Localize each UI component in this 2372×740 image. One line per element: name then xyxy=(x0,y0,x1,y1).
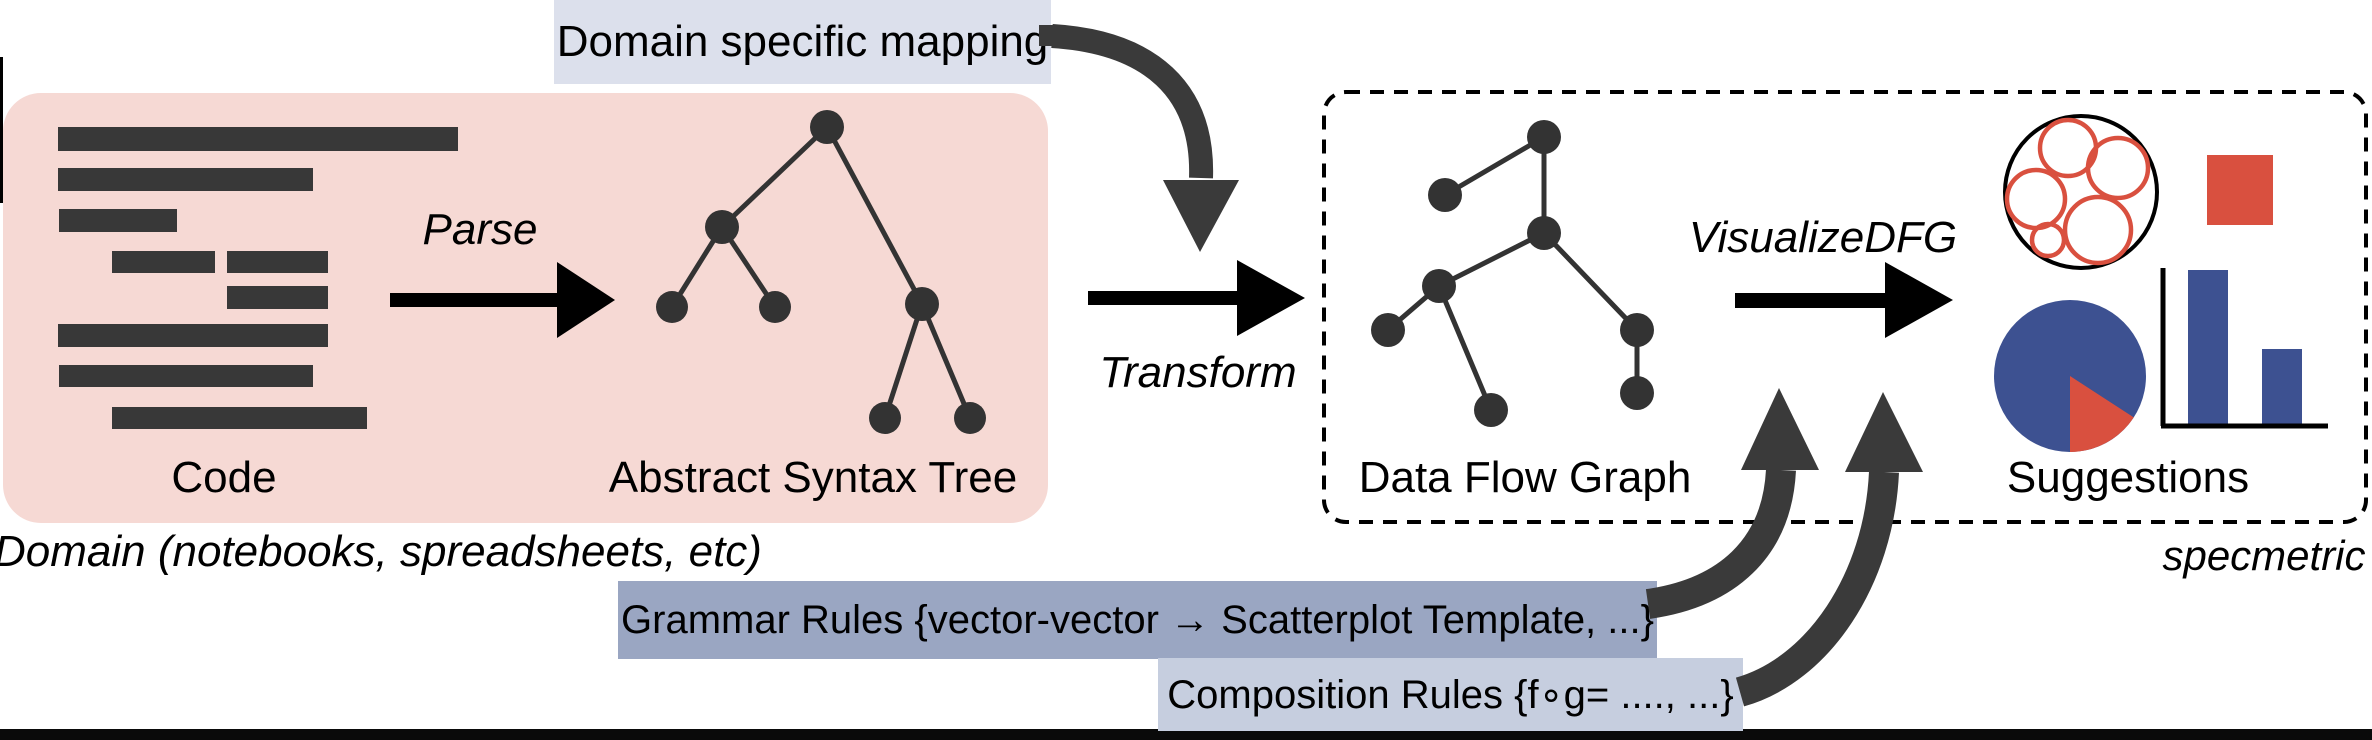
domain-caption: Domain (notebooks, spreadsheets, etc) xyxy=(0,527,762,576)
dfg-label: Data Flow Graph xyxy=(1358,453,1692,502)
dfg-dashed-box xyxy=(1322,90,2368,524)
suggestions-label: Suggestions xyxy=(2006,453,2250,502)
composition-rules-curved-arrow xyxy=(1735,392,1923,707)
ast-label: Abstract Syntax Tree xyxy=(608,453,1018,502)
composition-rules-label: Composition Rules {f∘g= ...., ...} xyxy=(1167,672,1734,717)
visualize-dfg-label: VisualizeDFG xyxy=(1688,213,1958,262)
parse-label: Parse xyxy=(422,205,538,254)
code-lines-icon xyxy=(58,127,458,429)
figure-bottom-rule xyxy=(0,729,2372,740)
red-square-icon xyxy=(2207,155,2273,225)
domain-specific-mapping-label: Domain specific mapping xyxy=(556,17,1049,66)
mapping-curved-arrow xyxy=(1051,24,1239,252)
transform-label: Transform xyxy=(1099,348,1297,397)
bar-chart-icon xyxy=(2160,268,2328,429)
dfg-icon xyxy=(1371,120,1654,427)
circle-packing-icon xyxy=(2003,114,2159,270)
domain-panel xyxy=(3,93,1048,523)
parse-arrow xyxy=(390,262,615,338)
figure-crop-edge xyxy=(0,57,3,203)
grammar-rules-box: Grammar Rules {vector-vector → Scatterpl… xyxy=(618,581,1657,659)
visualize-dfg-arrow xyxy=(1735,262,1953,338)
ast-icon xyxy=(656,110,986,434)
code-label: Code xyxy=(171,453,277,502)
pie-chart-icon xyxy=(1994,300,2146,452)
grammar-rules-label: Grammar Rules {vector-vector → Scatterpl… xyxy=(621,597,1654,642)
grammar-rules-curved-arrow xyxy=(1645,388,1819,619)
transform-arrow xyxy=(1088,260,1305,336)
composition-rules-box: Composition Rules {f∘g= ...., ...} xyxy=(1158,658,1743,731)
domain-specific-mapping-box: Domain specific mapping xyxy=(554,0,1051,84)
brand-label: specmetric xyxy=(2162,532,2366,579)
